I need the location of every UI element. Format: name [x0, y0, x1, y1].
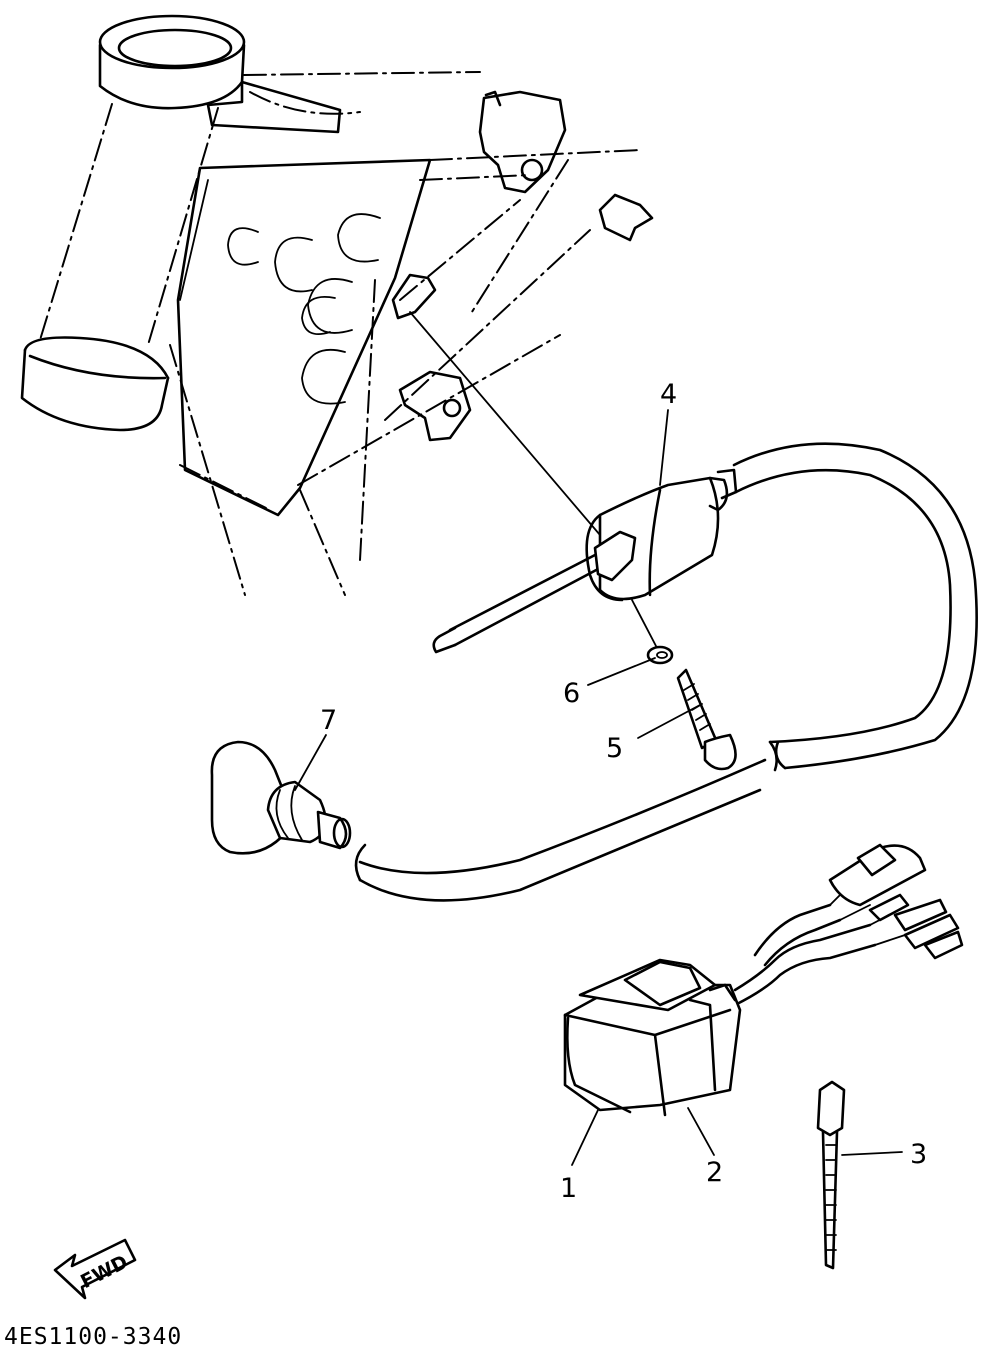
callout-3: 3	[910, 1139, 927, 1170]
callout-4: 4	[660, 379, 677, 410]
bolt	[676, 668, 737, 771]
callout-5: 5	[606, 733, 623, 764]
forward-direction-arrow: FWD	[53, 1238, 137, 1300]
callout-7: 7	[320, 705, 337, 736]
callout-1: 1	[560, 1173, 577, 1204]
ignition-coil	[354, 442, 978, 902]
coil-alignment-line	[409, 311, 601, 536]
frame-gusset	[169, 71, 641, 596]
spark-plug-cap	[210, 740, 352, 855]
callout-6: 6	[563, 678, 580, 709]
frame-coil-mount-bracket	[391, 273, 472, 442]
cdi-unit	[563, 843, 964, 1117]
frame-upper-bracket	[478, 90, 654, 242]
washer	[631, 599, 674, 665]
drawing-code: 4ES1100-3340	[4, 1324, 182, 1350]
leader-lines	[294, 409, 903, 1166]
frame-head-pipe	[20, 14, 246, 432]
cable-tie	[816, 1080, 846, 1270]
callout-2: 2	[706, 1157, 723, 1188]
